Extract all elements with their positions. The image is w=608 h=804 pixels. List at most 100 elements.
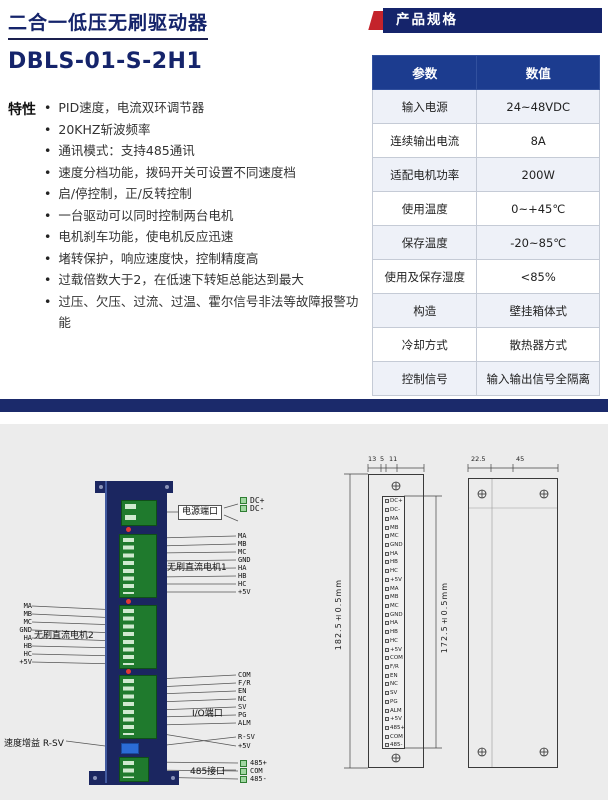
section-divider: [0, 399, 608, 412]
pin-label: MA: [23, 602, 32, 610]
motor2-label: 无刷直流电机2: [34, 631, 94, 641]
pin-square-icon: [385, 665, 389, 670]
rs485-port-label: 485接口: [190, 767, 226, 777]
io-port-label: I/O端口: [192, 709, 223, 719]
specs-col-value: 数值: [476, 55, 600, 90]
features-list: •PID速度，电流双环调节器•20KHZ斩波频率•通讯模式：支持485通讯•速度…: [44, 97, 368, 334]
dimension-pin-row: HB: [383, 558, 404, 567]
dimension-pin-row: +5V: [383, 715, 404, 724]
dimension-top-11: 11: [389, 455, 398, 463]
pin-square-icon: [385, 499, 389, 504]
pin-label: GND: [238, 556, 251, 564]
dimension-pin-row: PG: [383, 698, 404, 707]
product-model: DBLS-01-S-2H1: [8, 49, 203, 74]
dimension-pin-row: HA: [383, 619, 404, 628]
pin-label: MC: [23, 618, 32, 626]
dimension-top-22-5: 22.5: [471, 455, 486, 463]
dimension-pin-row: GND: [383, 541, 404, 550]
dimension-pin-row: MA: [383, 514, 404, 523]
pin-label: 485-: [240, 775, 267, 783]
spec-row: 构造壁挂箱体式: [371, 293, 600, 328]
dimension-pin-row: GND: [383, 610, 404, 619]
pin-square-icon: [385, 638, 389, 643]
dimension-height-left: 182.5±0.5mm: [334, 579, 343, 651]
pin-square-icon: [385, 569, 389, 574]
feature-item: •速度分档功能，拨码开关可设置不同速度档: [44, 162, 368, 184]
dimension-pin-row: F/R: [383, 663, 404, 672]
pin-label: COM: [238, 671, 251, 679]
dimension-pin-row: HC: [383, 567, 404, 576]
dimension-front-view: [368, 474, 424, 768]
dimension-top-45: 45: [516, 455, 525, 463]
dimension-top-5: 5: [380, 455, 385, 463]
specs-header-row: 参数 数值: [371, 55, 600, 90]
feature-item: •PID速度，电流双环调节器: [44, 97, 368, 119]
led-indicator-icon: [126, 669, 131, 674]
feature-item: •启/停控制，正/反转控制: [44, 183, 368, 205]
pin-square-icon: [385, 525, 389, 530]
dimension-pin-row: MC: [383, 602, 404, 611]
pin-square-icon: [385, 516, 389, 521]
feature-item: •过压、欠压、过流、过温、霍尔信号非法等故障报警功能: [44, 291, 368, 334]
bullet-icon: •: [44, 164, 52, 180]
pin-square-icon: [385, 691, 389, 696]
power-terminal-block: [121, 500, 157, 526]
feature-item: •电机刹车功能，使电机反应迅速: [44, 226, 368, 248]
dimension-height-right: 172.5±0.5mm: [440, 582, 449, 654]
v5-pin-label: +5V: [238, 742, 251, 750]
pin-square-icon: [385, 682, 389, 687]
dimension-pin-row: COM: [383, 654, 404, 663]
pin-label: MA: [238, 532, 247, 540]
pin-square-icon: [385, 542, 389, 547]
bullet-icon: •: [44, 250, 52, 266]
screw-icon: [99, 485, 103, 489]
dimension-pin-row: COM: [383, 732, 404, 741]
pin-square-icon: [385, 586, 389, 591]
dimension-pin-row: MB: [383, 523, 404, 532]
bullet-icon: •: [44, 293, 52, 309]
screw-icon: [165, 485, 169, 489]
dimension-pin-row: SV: [383, 689, 404, 698]
dimension-pin-row: ALM: [383, 706, 404, 715]
led-indicator-icon: [126, 599, 131, 604]
feature-item: •过载倍数大于2，在低速下转矩总能达到最大: [44, 269, 368, 291]
pin-label: HB: [23, 642, 32, 650]
bullet-icon: •: [44, 272, 52, 287]
pin-square-icon: [385, 673, 389, 678]
pin-square-icon: [385, 508, 389, 513]
pin-label: MB: [238, 540, 247, 548]
pin-label: MC: [238, 548, 247, 556]
bullet-icon: •: [44, 229, 52, 244]
specs-header: 产品规格: [368, 8, 602, 33]
io-terminal-block: [119, 675, 157, 739]
pin-label: GND: [19, 626, 32, 634]
spec-row: 使用及保存湿度<85%: [371, 259, 600, 294]
pin-square-icon: [385, 621, 389, 626]
pin-square-icon: [385, 726, 389, 731]
speed-gain-trimmer: [121, 743, 139, 754]
features-section: 特性 •PID速度，电流双环调节器•20KHZ斩波频率•通讯模式：支持485通讯…: [8, 97, 368, 334]
speed-gain-label: 速度增益 R-SV: [4, 739, 64, 749]
pin-label: DC+: [240, 496, 264, 505]
spec-row: 保存温度-20~85℃: [371, 225, 600, 260]
feature-item: •堵转保护，响应速度快，控制精度高: [44, 248, 368, 270]
pin-label: +5V: [19, 658, 32, 666]
dimension-pin-row: EN: [383, 671, 404, 680]
dimension-pin-row: HA: [383, 549, 404, 558]
bullet-icon: •: [44, 143, 52, 158]
spec-row: 冷却方式散热器方式: [371, 327, 600, 362]
pin-square-icon: [385, 656, 389, 661]
dimension-pin-row: +5V: [383, 645, 404, 654]
dimension-pin-row: MC: [383, 532, 404, 541]
bullet-icon: •: [44, 186, 52, 201]
pin-square-icon: [385, 595, 389, 600]
